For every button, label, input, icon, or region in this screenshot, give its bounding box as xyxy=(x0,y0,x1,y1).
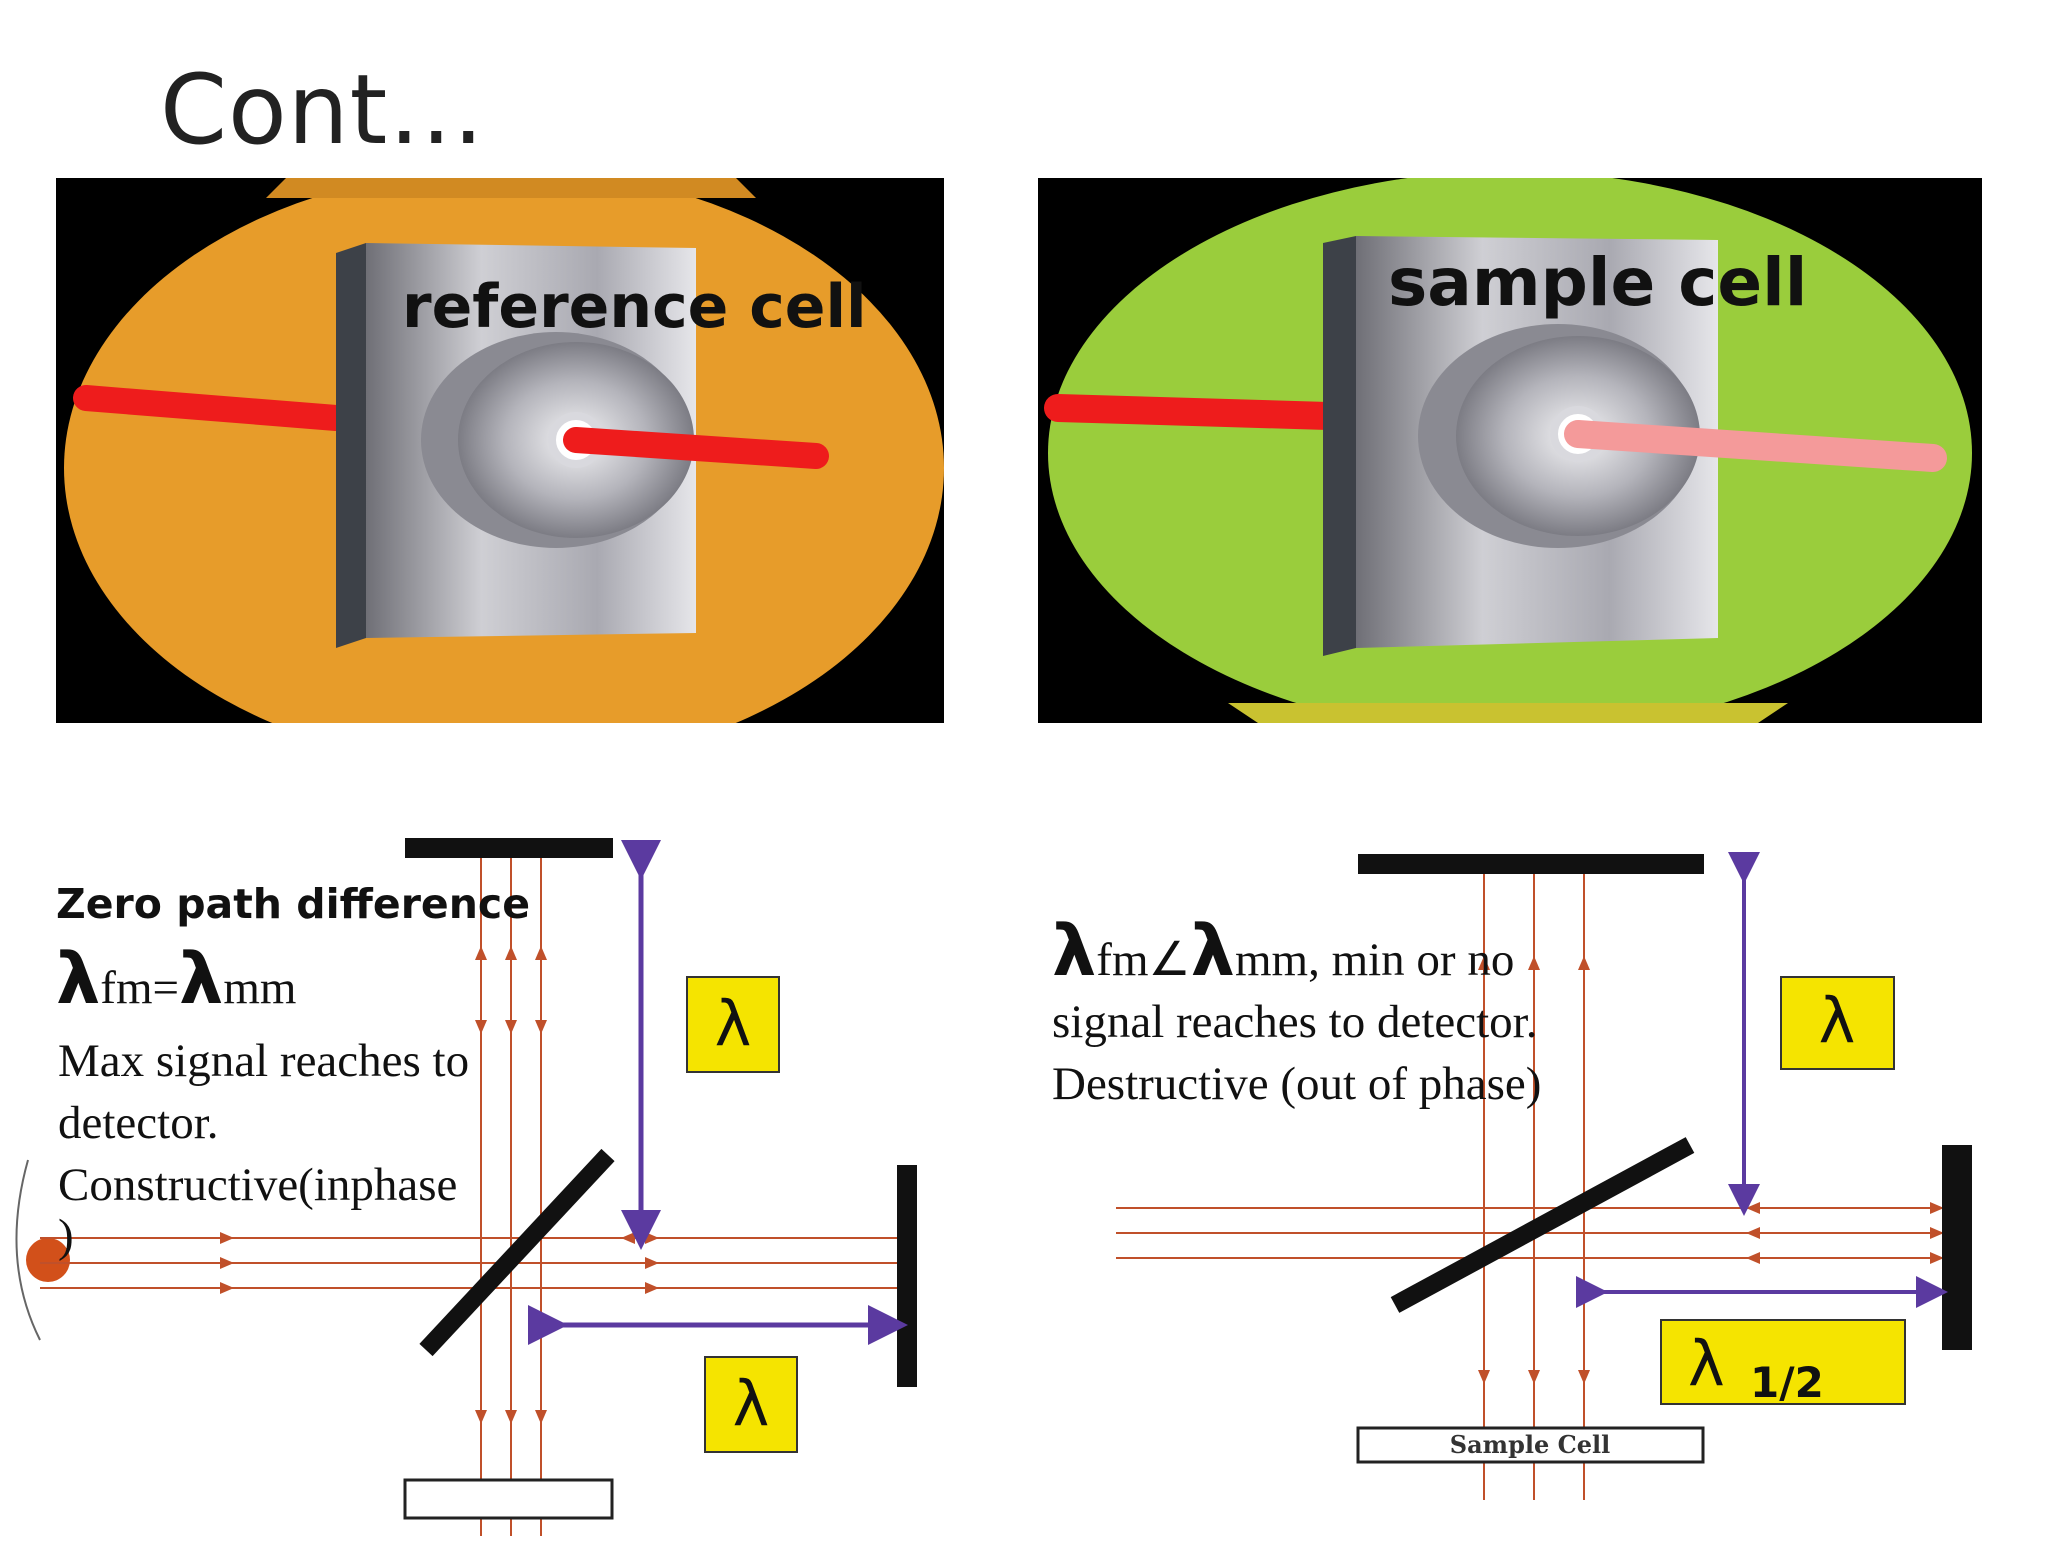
vertical-path-label: λ xyxy=(715,987,752,1060)
destructive-interference-diagram: λ λ 1/2 Sample Cell xyxy=(1060,760,2048,1536)
beam-splitter xyxy=(1390,1137,1695,1313)
left-interferometer-svg: λ λ xyxy=(15,838,917,1536)
lambda-mm-symbol: λ xyxy=(1190,910,1235,992)
half-path-label-box xyxy=(1660,1319,1906,1405)
lambda-fm-symbol: λ xyxy=(1052,910,1097,992)
equation-mm-text: mm xyxy=(223,962,297,1014)
movable-mirror xyxy=(1942,1145,1972,1350)
beam-splitter xyxy=(419,1148,615,1357)
slide-title: Cont… xyxy=(160,54,486,166)
vertical-path-label-box xyxy=(686,976,780,1073)
left-line-4: ) xyxy=(58,1210,74,1262)
vertical-path-label: λ xyxy=(1819,984,1856,1057)
vertical-beams xyxy=(1483,870,1585,1500)
constructive-interference-diagram: λ λ xyxy=(0,760,950,1536)
right-line-3: Destructive (out of phase) xyxy=(1052,1058,1542,1110)
right-interferometer-svg: λ λ 1/2 Sample Cell xyxy=(1116,852,1972,1500)
left-equation: λfm=λmm xyxy=(56,944,297,1019)
fixed-mirror xyxy=(405,838,613,858)
incoming-laser-beam xyxy=(1044,394,1342,430)
left-line-2: detector. xyxy=(58,1097,219,1149)
left-line-3: Constructive(inphase xyxy=(58,1159,458,1211)
half-path-subscript: 1/2 xyxy=(1750,1358,1824,1407)
right-line-2: signal reaches to detector. xyxy=(1052,996,1538,1048)
sample-cell-box xyxy=(1356,1426,1705,1464)
zero-path-heading: Zero path difference xyxy=(56,880,531,928)
sample-cell-illustration xyxy=(1044,178,1972,723)
half-path-lambda: λ xyxy=(1688,1327,1725,1400)
horizontal-path-label: λ xyxy=(733,1367,770,1440)
equation-fm-text: fm= xyxy=(100,962,180,1014)
incoming-laser-beam xyxy=(73,385,349,431)
lambda-fm-symbol: λ xyxy=(56,938,101,1020)
left-description: Max signal reaches to detector. Construc… xyxy=(58,1030,578,1262)
reference-cell-illustration xyxy=(56,178,944,723)
reference-cell-label: reference cell xyxy=(402,272,867,342)
equation-mm-text: mm, min or no xyxy=(1234,934,1515,986)
right-description: λfm∠λmm, min or no signal reaches to det… xyxy=(1052,916,1542,1115)
right-equation: λfm∠λmm, min or no xyxy=(1052,916,1541,991)
reference-cell-image: reference cell xyxy=(56,178,944,723)
sample-cell-image: sample cell xyxy=(1038,178,1982,723)
exit-laser-beam xyxy=(563,427,829,469)
horizontal-path-label-box xyxy=(704,1356,798,1453)
lambda-mm-symbol: λ xyxy=(179,938,224,1020)
detector xyxy=(403,1478,614,1520)
fixed-mirror xyxy=(1358,854,1704,874)
movable-mirror xyxy=(897,1165,917,1387)
sample-cell-label: sample cell xyxy=(1388,244,1808,321)
vertical-path-label-box xyxy=(1780,976,1895,1070)
light-source xyxy=(26,1238,70,1282)
attenuated-laser-beam xyxy=(1564,420,1947,472)
sample-cell-box-label: Sample Cell xyxy=(1450,1430,1610,1459)
left-line-1: Max signal reaches to xyxy=(58,1035,470,1087)
equation-fm-text: fm∠ xyxy=(1096,934,1191,986)
